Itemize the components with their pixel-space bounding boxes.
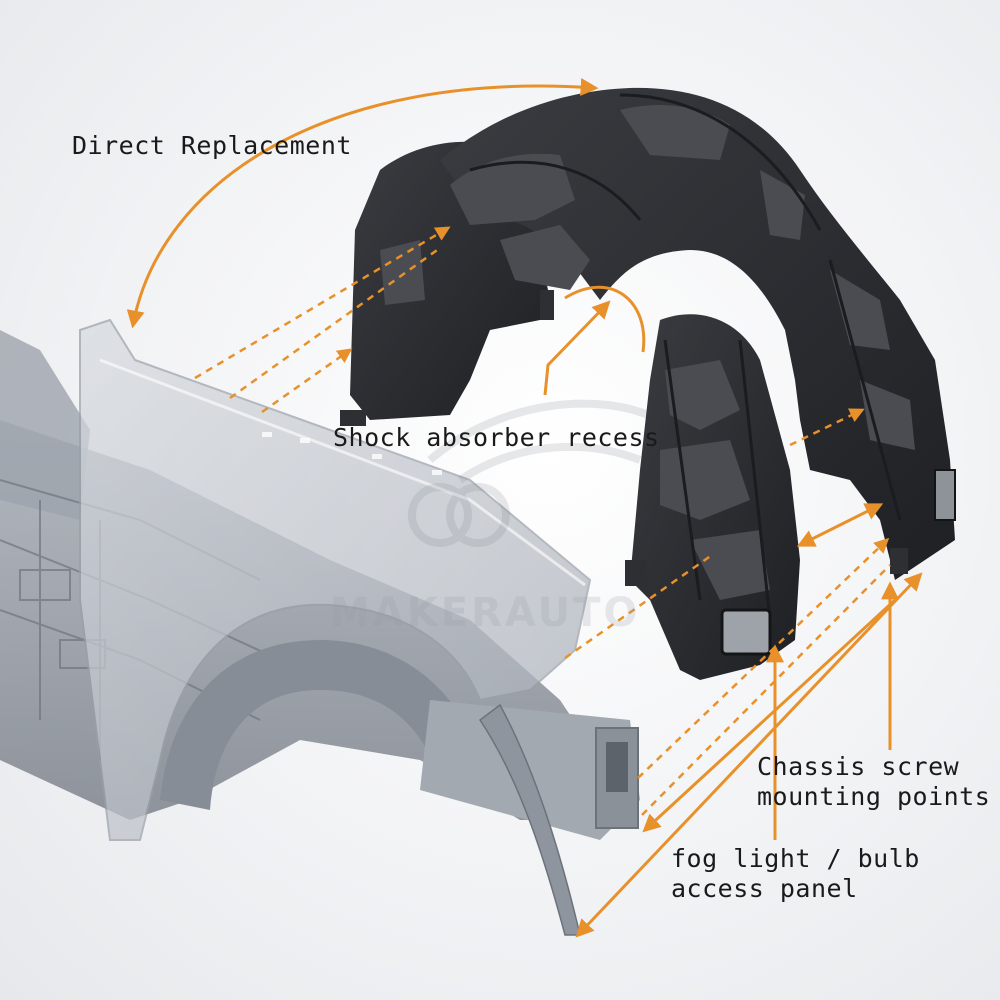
watermark-text: MAKERAUTO	[330, 590, 641, 636]
gap-arrow-2	[575, 572, 923, 938]
annotation-arrows	[126, 78, 923, 938]
direct-replacement-arrow	[126, 78, 599, 329]
alignment-dashed-line-7	[789, 408, 865, 447]
chassis-screw-label-line2: mounting points	[757, 782, 991, 811]
shock-absorber-arrow	[543, 300, 611, 396]
fog-light-label-line2: access panel	[671, 874, 858, 903]
watermark-logo-icon	[408, 399, 662, 547]
gap-arrow-1	[796, 503, 884, 547]
alignment-dashed-line-2	[229, 246, 441, 400]
shock-absorber-label: Shock absorber recess	[333, 423, 660, 452]
fog-panel-leader-arrow	[642, 598, 897, 833]
shock-absorber-curve	[564, 285, 646, 353]
alignment-dashed-line-1	[194, 226, 451, 380]
alignment-dashed-line-3	[261, 348, 353, 414]
chassis-screw-label-line1: Chassis screw	[757, 752, 960, 781]
front-fender-panel	[79, 318, 592, 841]
direct-replacement-label: Direct Replacement	[72, 131, 352, 160]
fog-light-label-line1: fog light / bulb	[671, 844, 920, 873]
